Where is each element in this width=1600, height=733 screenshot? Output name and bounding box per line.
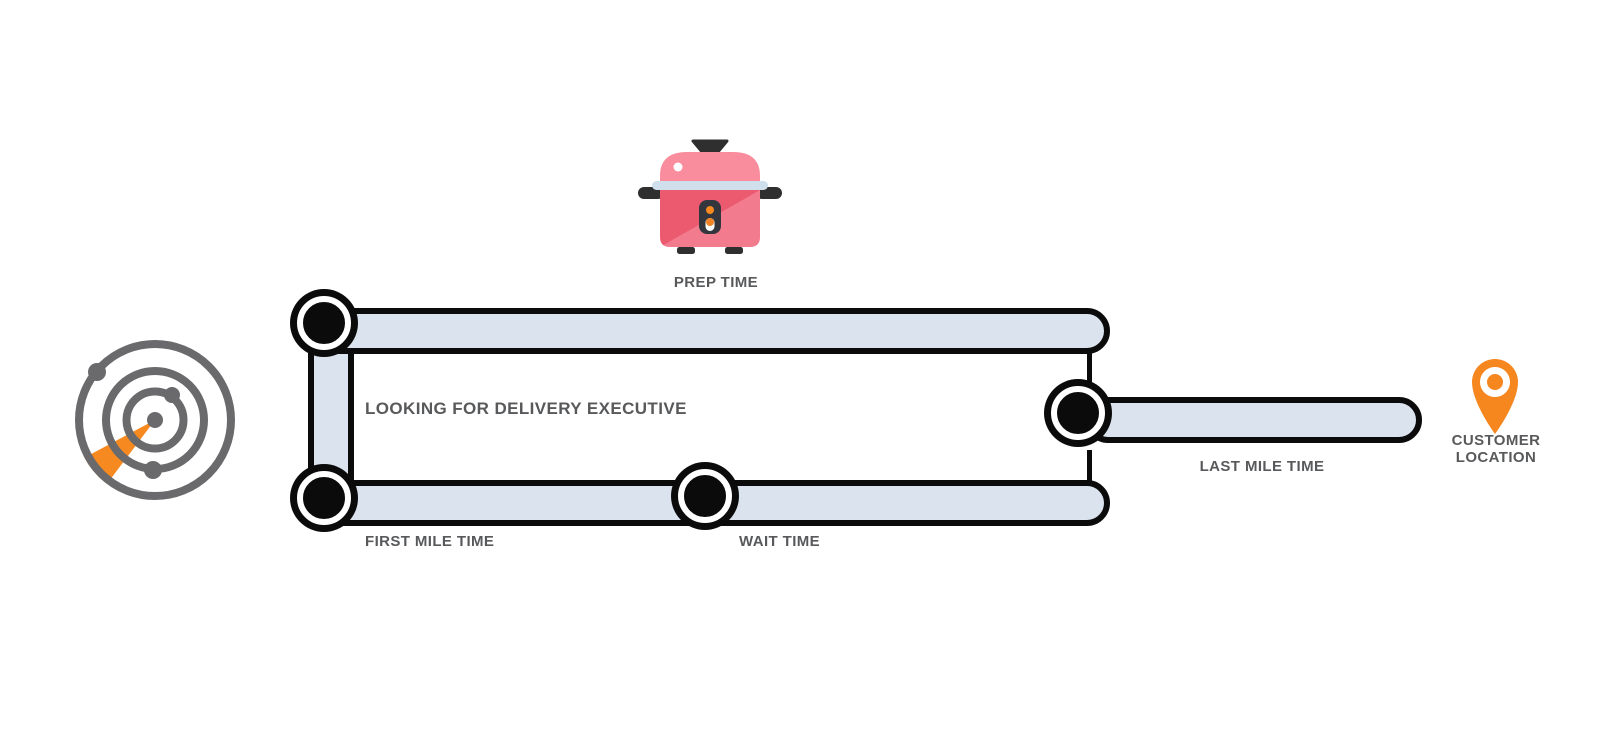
first-mile-time-label: FIRST MILE TIME xyxy=(365,533,495,550)
connector-top-to-merge xyxy=(1087,350,1092,392)
node-start-top xyxy=(297,296,351,350)
wait-time-label: WAIT TIME xyxy=(739,533,821,550)
connector-bottom-to-merge xyxy=(1087,450,1092,486)
track-last-mile xyxy=(1085,397,1422,443)
cooker-rim xyxy=(652,181,768,190)
track-prep-time xyxy=(300,308,1110,354)
cooker-panel xyxy=(699,200,721,234)
last-mile-time-label: LAST MILE TIME xyxy=(1199,458,1325,475)
node-wait xyxy=(678,469,732,523)
location-pin-icon xyxy=(1472,359,1518,434)
cooker-foot-right xyxy=(725,247,743,254)
radar-icon xyxy=(75,340,235,500)
customer-location-label: CUSTOMER LOCATION xyxy=(1451,432,1541,467)
node-start-bottom xyxy=(297,471,351,525)
prep-time-label: PREP TIME xyxy=(673,274,759,291)
looking-for-delivery-executive-label: LOOKING FOR DELIVERY EXECUTIVE xyxy=(365,399,687,418)
node-merge xyxy=(1051,386,1105,440)
cooker-lid xyxy=(660,152,760,184)
rice-cooker-icon xyxy=(638,139,782,254)
cooker-foot-left xyxy=(677,247,695,254)
